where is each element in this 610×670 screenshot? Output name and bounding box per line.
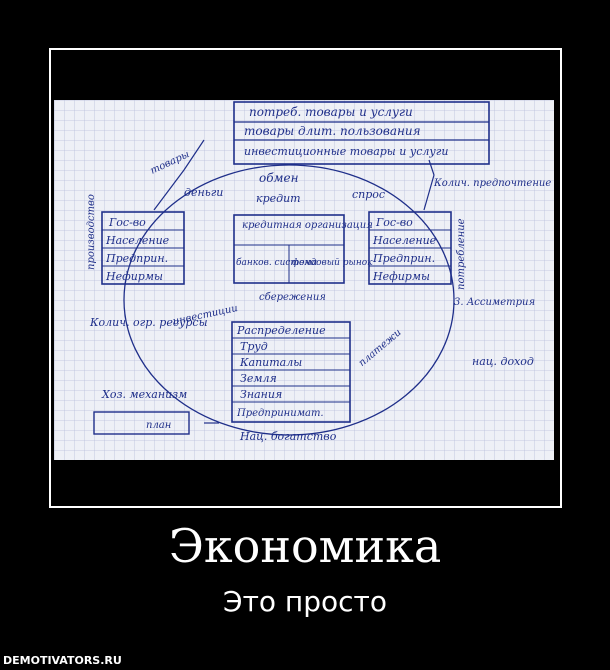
label-nac-bogatstvo: Нац. богатство: [239, 430, 337, 443]
label-right-4: Нефирмы: [372, 270, 430, 283]
label-top-3: инвестиционные товары и услуги: [244, 145, 448, 158]
label-kolich-predp: Колич. предпочтение: [433, 178, 551, 189]
label-potreblenie: потребление: [456, 218, 467, 290]
label-top-1: потреб. товары и услуги: [249, 105, 413, 119]
label-bottom-1: Распределение: [236, 324, 326, 337]
label-right-3: Предприн.: [372, 252, 435, 265]
label-bottom-3: Капиталы: [239, 356, 302, 369]
site-watermark: DEMOTIVATORS.RU: [3, 654, 122, 667]
label-bottom-6: Предпринимат.: [236, 408, 324, 419]
label-sberezheniya: сбережения: [259, 292, 326, 303]
label-dengi: деньги: [184, 186, 223, 199]
label-bottom-4: Земля: [240, 372, 277, 385]
label-right-1: Гос-во: [375, 216, 413, 229]
label-right-2: Население: [372, 234, 437, 247]
label-proizvodstvo: производство: [86, 194, 97, 270]
label-hoz-mehanizm: Хоз. механизм: [101, 388, 187, 401]
label-center-1: кредитная организация: [242, 220, 373, 231]
label-kredit: кредит: [256, 192, 301, 205]
label-nac-dohod: нац. доход: [472, 355, 534, 368]
label-top-2: товары длит. пользования: [244, 124, 421, 138]
label-plan: план: [146, 420, 171, 431]
poster-title: Экономика: [168, 519, 442, 573]
notebook-sketch: потреб. товары и услуги товары длит. пол…: [54, 100, 554, 460]
label-kolich-ogr: Колич. огр. ресурсы: [89, 316, 208, 329]
poster-subtitle: Это просто: [223, 585, 387, 618]
label-spros: спрос: [352, 188, 385, 201]
handwritten-diagram-photo: потреб. товары и услуги товары длит. пол…: [54, 100, 554, 460]
label-bottom-5: Знания: [240, 388, 282, 401]
label-left-1: Гос-во: [108, 216, 146, 229]
label-left-2: Население: [105, 234, 170, 247]
label-left-3: Предприн.: [105, 252, 168, 265]
label-center-2: банков. система: [236, 257, 317, 268]
label-obmen: обмен: [259, 171, 299, 185]
label-center-3: фондовый рынок: [292, 258, 373, 268]
label-left-4: Нефирмы: [105, 270, 163, 283]
label-asimmetriya: 3. Ассиметрия: [454, 297, 535, 308]
label-bottom-2: Труд: [240, 340, 268, 353]
